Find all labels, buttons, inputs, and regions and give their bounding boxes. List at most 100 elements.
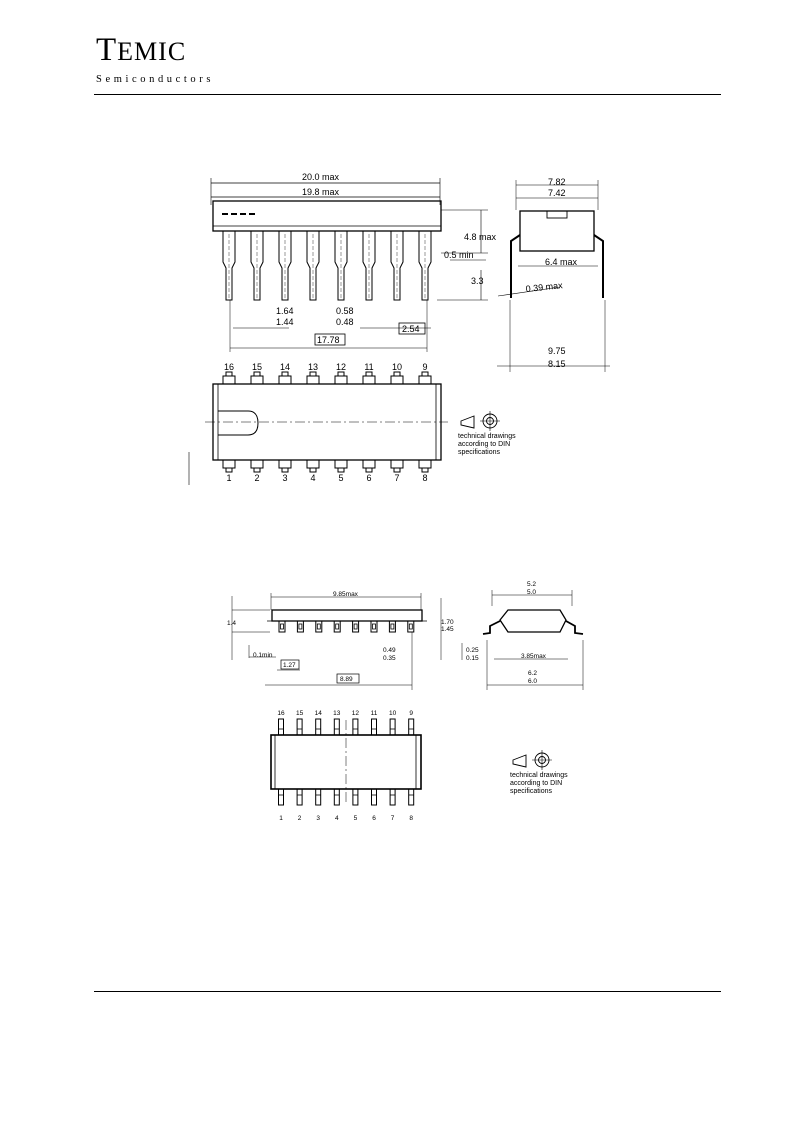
dim-spread-a: 9.75 bbox=[548, 346, 566, 356]
dip16-side-lead bbox=[362, 231, 376, 301]
so16-pin-number-bottom: 7 bbox=[391, 815, 395, 822]
dip16-pin-number-bottom: 3 bbox=[282, 473, 287, 483]
header-rule bbox=[94, 94, 721, 95]
so16-pin-number-bottom: 1 bbox=[279, 815, 283, 822]
dip16-note-line1: technical drawings bbox=[458, 433, 516, 440]
so16-pin-number-bottom: 4 bbox=[335, 815, 339, 822]
dim-lead-length: 3.3 bbox=[471, 276, 484, 286]
dip16-bottom-pin bbox=[222, 459, 236, 473]
dip16-side-lead bbox=[222, 231, 236, 301]
dip16-pin-number-bottom: 6 bbox=[366, 473, 371, 483]
dim-shoulder-a: 1.64 bbox=[276, 306, 294, 316]
dip16-pin-number-top: 9 bbox=[422, 362, 427, 372]
dip16-bottom-pin bbox=[278, 459, 292, 473]
dip16-pin-number-top: 10 bbox=[392, 362, 402, 372]
so-dim-height: 1.4 bbox=[227, 620, 236, 627]
dip16-bottom-pin bbox=[418, 459, 432, 473]
so16-pin-number-top: 9 bbox=[409, 710, 413, 717]
so16-top-pin bbox=[352, 718, 359, 736]
so16-side-lead bbox=[352, 620, 360, 633]
so16-pin-number-bottom: 8 bbox=[409, 815, 413, 822]
dim-body-length-max: 19.8 max bbox=[302, 187, 340, 197]
so16-side-lead bbox=[388, 620, 396, 633]
footer-rule bbox=[94, 991, 721, 992]
dip16-pin-number-bottom: 7 bbox=[394, 473, 399, 483]
so-dim-body-height-b: 1.45 bbox=[441, 626, 454, 633]
so16-bottom-pin bbox=[315, 788, 322, 806]
so16-pin-number-top: 14 bbox=[315, 710, 323, 717]
dim-spread-b: 8.15 bbox=[548, 359, 566, 369]
dim-row-width-b: 7.42 bbox=[548, 188, 566, 198]
so16-bottom-pin bbox=[296, 788, 303, 806]
so16-bottom-pin bbox=[371, 788, 377, 806]
dim-body-width: 6.4 max bbox=[545, 257, 578, 267]
dip16-bottom-pin bbox=[362, 459, 376, 473]
so16-pin-number-top: 11 bbox=[371, 710, 378, 717]
dip16-note-line2: according to DIN bbox=[458, 441, 510, 448]
dip16-side-lead bbox=[278, 231, 292, 301]
so-dim-lead-thickness-b: 0.15 bbox=[466, 655, 479, 662]
dim-height-max: 4.8 max bbox=[464, 232, 497, 242]
dim-lead-width-a: 0.58 bbox=[336, 306, 354, 316]
dip16-top-pin bbox=[390, 371, 404, 385]
dip16-bottom-pin bbox=[306, 459, 320, 473]
so16-side-lead bbox=[333, 620, 341, 633]
so-dim-length-max: 9.85max bbox=[333, 591, 359, 598]
so16-pin-number-bottom: 2 bbox=[298, 815, 302, 822]
so16-side-lead bbox=[407, 620, 415, 633]
dip16-pin-number-top: 15 bbox=[252, 362, 262, 372]
dip16-bottom-pin bbox=[390, 459, 404, 473]
so16-note-line3: specifications bbox=[510, 788, 553, 795]
so16-top-pin bbox=[315, 718, 322, 736]
so16-pin-number-top: 10 bbox=[389, 710, 397, 717]
dip16-side-lead bbox=[418, 231, 432, 301]
so16-side-lead bbox=[315, 620, 323, 633]
dip16-top-pin bbox=[334, 371, 348, 385]
so16-pin-number-bottom: 5 bbox=[354, 815, 358, 822]
dip16-top-pin bbox=[278, 371, 292, 385]
so16-pin-number-top: 16 bbox=[277, 710, 285, 717]
so16-pin-number-top: 15 bbox=[296, 710, 304, 717]
dip16-end-view: 7.82 7.42 6.4 max 0.39 max 9.75 8.15 bbox=[497, 177, 610, 372]
so16-top-pin bbox=[389, 718, 396, 736]
dim-row-width-a: 7.82 bbox=[548, 177, 566, 187]
dip16-bottom-pin bbox=[250, 459, 264, 473]
dim-pitch: 2.54 bbox=[402, 324, 420, 334]
so-dim-body-height-a: 1.70 bbox=[441, 619, 454, 626]
so16-pin-number-bottom: 6 bbox=[372, 815, 376, 822]
dip16-side-lead bbox=[250, 231, 264, 301]
so16-top-pin bbox=[408, 718, 415, 736]
brand-name: TEMIC bbox=[96, 32, 187, 68]
dip16-top-pin bbox=[362, 371, 376, 385]
so-dim-lead-thickness-a: 0.25 bbox=[466, 647, 479, 654]
dip16-top-pin bbox=[306, 371, 320, 385]
dim-shoulder-b: 1.44 bbox=[276, 317, 294, 327]
dip16-side-lead bbox=[334, 231, 348, 301]
so-dim-lead-width-b: 0.35 bbox=[383, 655, 396, 662]
so-dim-lead-width-a: 0.49 bbox=[383, 647, 396, 654]
dip16-side-view: 20.0 max 19.8 max 4.8 max 0.5 min 3.3 1.… bbox=[210, 172, 497, 352]
so16-bottom-pin bbox=[278, 788, 284, 806]
dip16-pin-number-bottom: 2 bbox=[254, 473, 259, 483]
dip16-pin-number-bottom: 4 bbox=[310, 473, 315, 483]
dip16-bottom-pin bbox=[334, 459, 348, 473]
so16-bottom-pin bbox=[352, 788, 359, 806]
dim-lead-width-b: 0.48 bbox=[336, 317, 354, 327]
so16-pin-number-top: 13 bbox=[333, 710, 341, 717]
so16-side-lead bbox=[296, 620, 304, 633]
so16-note-line2: according to DIN bbox=[510, 780, 562, 787]
so16-side-lead bbox=[370, 620, 378, 633]
so16-top-pin bbox=[296, 718, 303, 736]
dip16-pin-number-bottom: 8 bbox=[422, 473, 427, 483]
dip16-pin-number-top: 14 bbox=[280, 362, 290, 372]
dip16-note-line3: specifications bbox=[458, 449, 501, 456]
so-dim-body-width-max: 3.85max bbox=[521, 653, 547, 660]
dim-lead-thickness: 0.39 max bbox=[525, 280, 563, 294]
dip16-top-pin bbox=[222, 371, 236, 385]
so-dim-body-width-a: 5.2 bbox=[527, 581, 536, 588]
so16-top-pin bbox=[333, 718, 340, 736]
dip16-top-pin bbox=[418, 371, 432, 385]
so16-side-lead bbox=[278, 620, 286, 633]
so16-pin-number-top: 12 bbox=[352, 710, 360, 717]
